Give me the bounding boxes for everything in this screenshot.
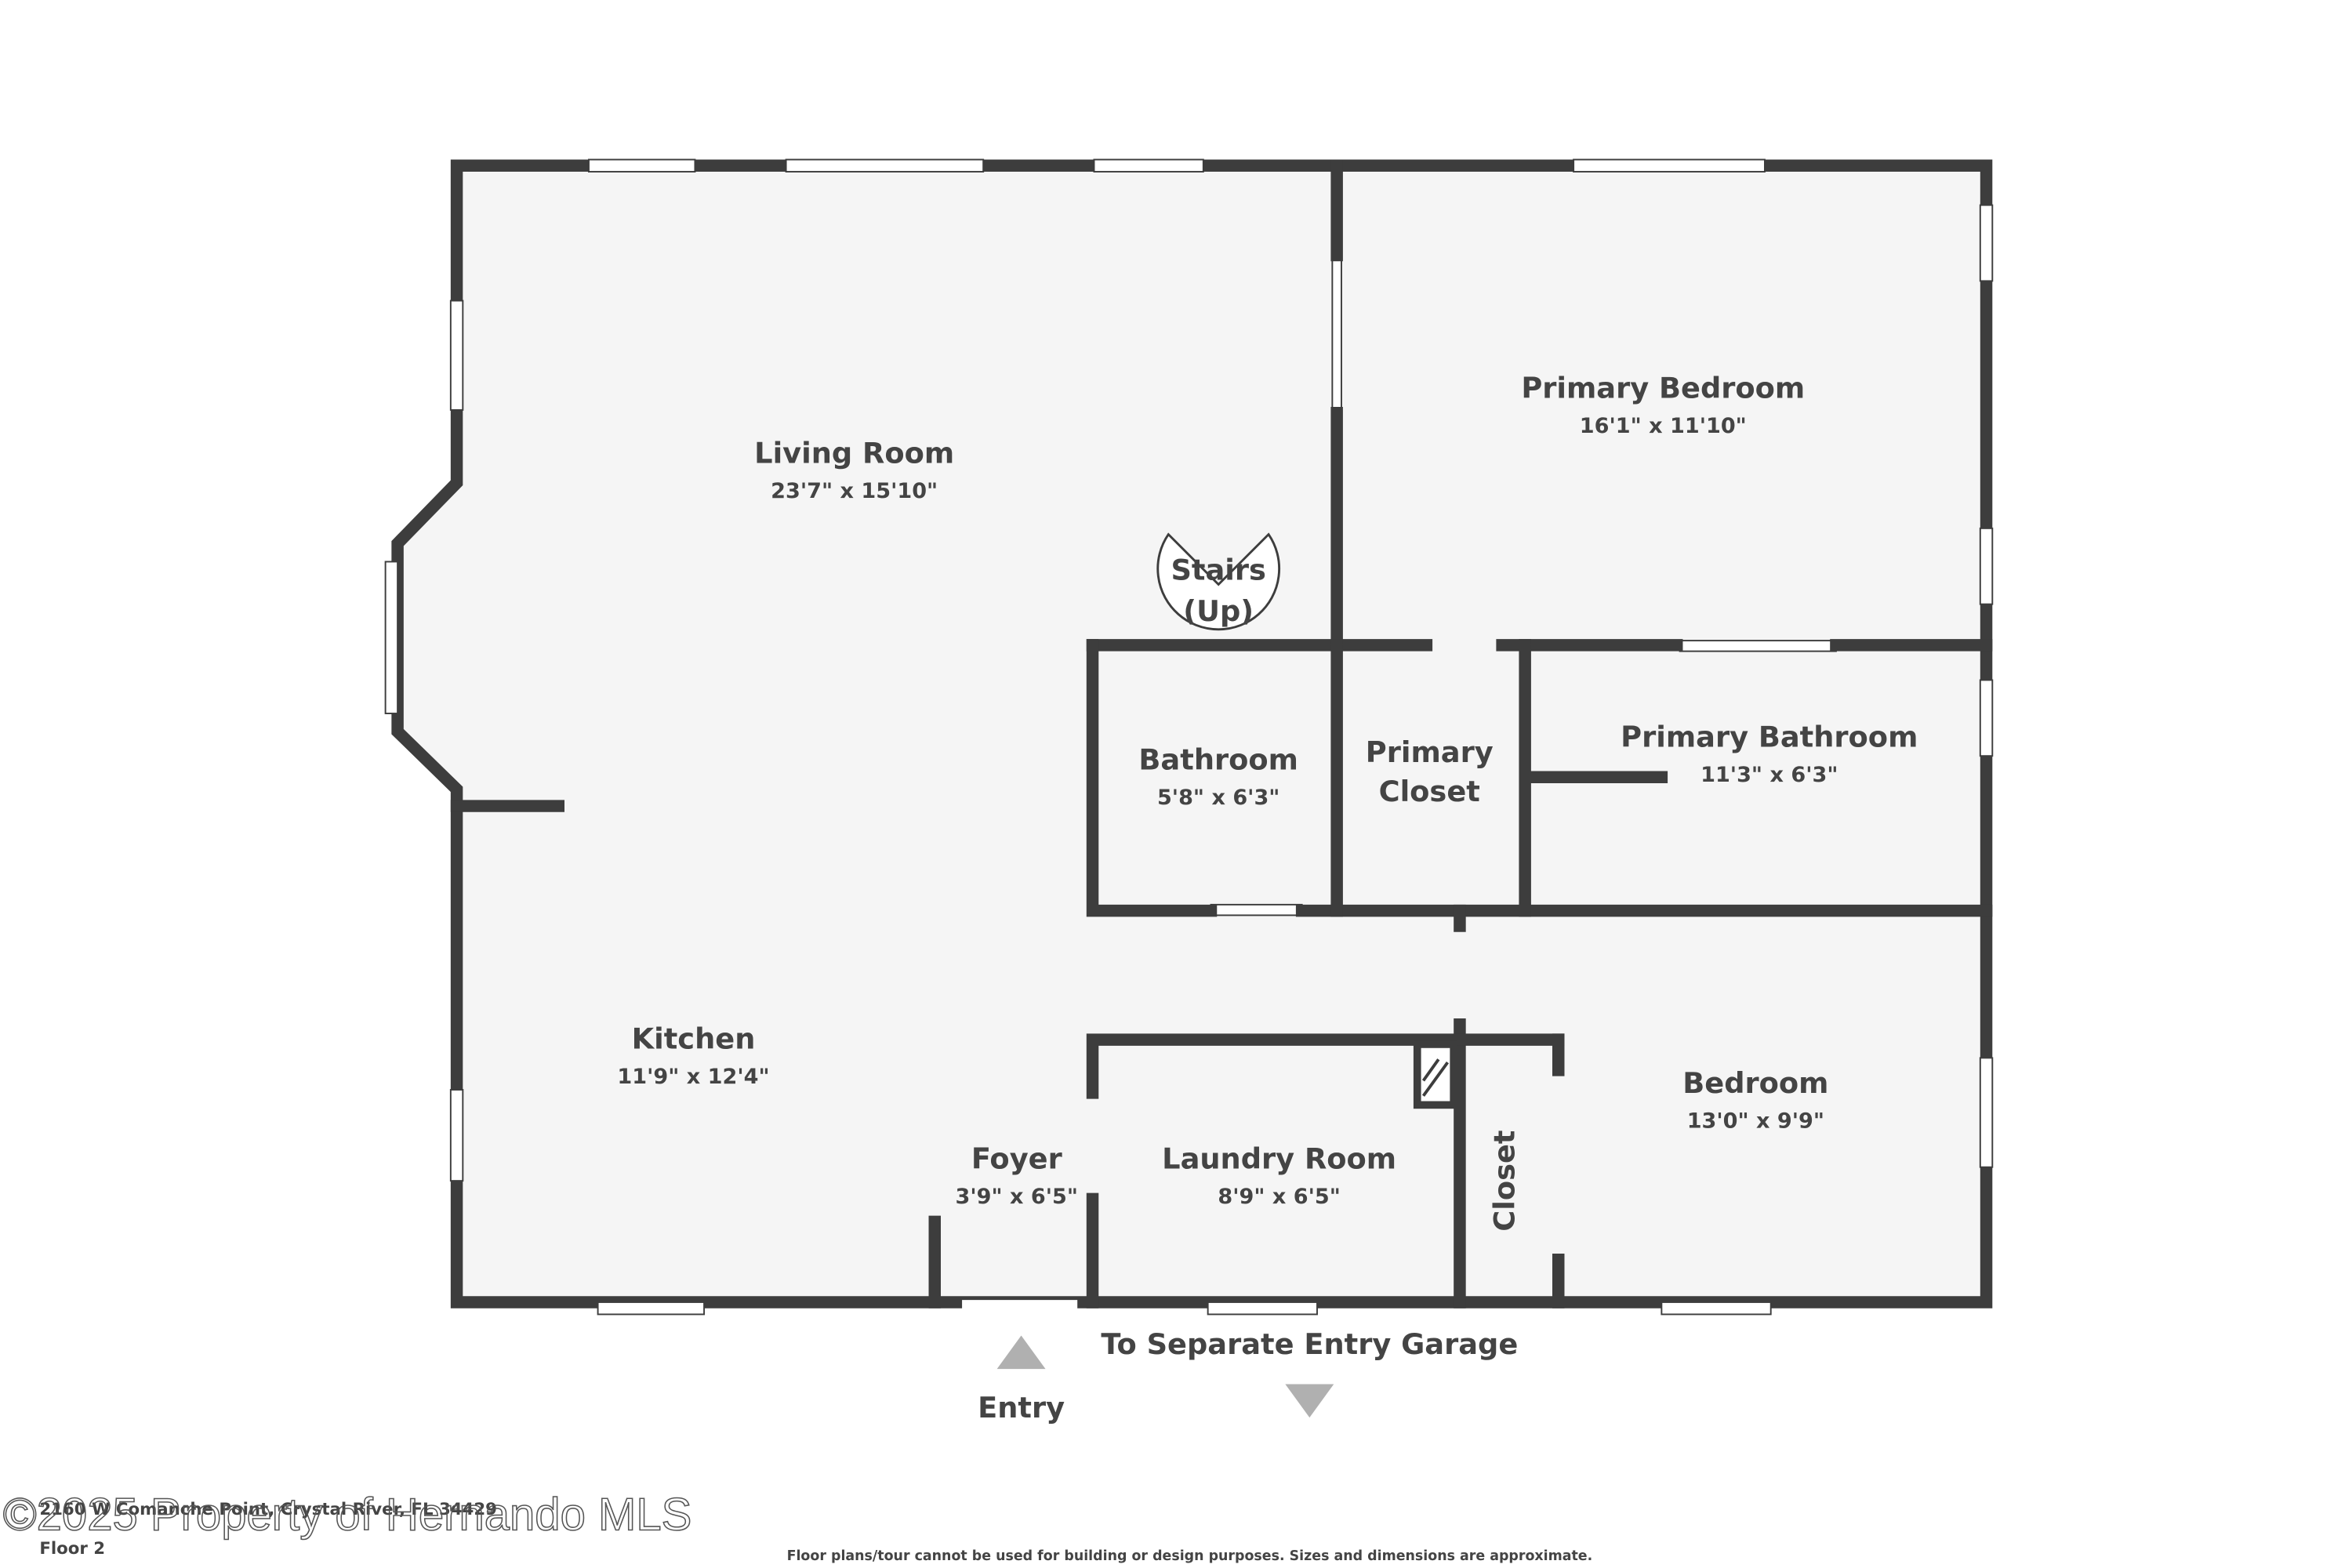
room-dims-bedroom: 13'0" x 9'9" — [1687, 1109, 1824, 1133]
room-dims-living: 23'7" x 15'10" — [771, 479, 938, 503]
chimney-hatch — [1413, 1040, 1458, 1109]
watermark: ©2025 Property of Hernando MLS — [3, 1489, 692, 1540]
room-name-primary-closet-2: Closet — [1379, 775, 1480, 808]
room-dims-bathroom: 5'8" x 6'3" — [1157, 786, 1279, 810]
entry-label: Entry — [978, 1391, 1065, 1425]
stairs-label: Stairs — [1171, 554, 1265, 587]
address-label: 2160 W Comanche Point, Crystal River, FL… — [39, 1500, 497, 1519]
room-name-primary-bedroom: Primary Bedroom — [1521, 371, 1805, 405]
room-dims-kitchen: 11'9" x 12'4" — [617, 1065, 769, 1089]
room-name-foyer: Foyer — [971, 1142, 1063, 1176]
floor-label: Floor 2 — [39, 1539, 105, 1559]
room-name-closet: Closet — [1488, 1131, 1522, 1232]
stairs-symbol: Stairs (Up) — [1156, 532, 1281, 631]
garage-label: To Separate Entry Garage — [1101, 1327, 1518, 1361]
room-name-laundry: Laundry Room — [1162, 1142, 1396, 1176]
disclaimer: Floor plans/tour cannot be used for buil… — [787, 1548, 1593, 1564]
room-name-bedroom: Bedroom — [1682, 1066, 1828, 1100]
room-name-primary-bathroom: Primary Bathroom — [1621, 720, 1918, 754]
floor-area — [397, 165, 1987, 1302]
room-name-primary-closet-1: Primary — [1366, 735, 1494, 769]
interior-walls — [450, 159, 1993, 1308]
stairs-direction: (Up) — [1183, 594, 1254, 628]
room-name-living: Living Room — [754, 437, 954, 470]
room-dims-foyer: 3'9" x 6'5" — [956, 1185, 1078, 1209]
room-name-bathroom: Bathroom — [1138, 743, 1298, 777]
garage-arrow-down-icon — [1285, 1384, 1334, 1418]
entry-arrow-up-icon — [996, 1335, 1046, 1370]
room-name-kitchen: Kitchen — [632, 1022, 756, 1056]
windows — [384, 158, 1994, 1316]
room-dims-primary-bathroom: 11'3" x 6'3" — [1700, 763, 1838, 787]
room-dims-laundry: 8'9" x 6'5" — [1218, 1185, 1340, 1209]
room-dims-primary-bedroom: 16'1" x 11'10" — [1580, 414, 1747, 438]
